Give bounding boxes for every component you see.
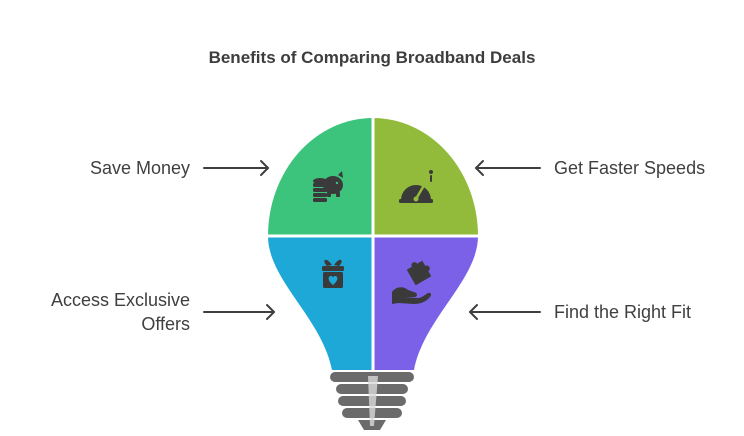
hand-puzzle-icon xyxy=(392,260,432,304)
arrows xyxy=(203,160,541,320)
bulb-body xyxy=(268,118,478,370)
arrow-save-money xyxy=(203,160,269,176)
piggy-bank-coins-icon xyxy=(313,171,343,202)
label-exclusive-offers-line2: Offers xyxy=(141,314,190,334)
label-save-money: Save Money xyxy=(60,156,190,180)
label-save-money-text: Save Money xyxy=(89,158,190,178)
speedometer-icon xyxy=(399,170,433,203)
arrow-exclusive-offers xyxy=(203,304,275,320)
label-right-fit: Find the Right Fit xyxy=(554,300,734,324)
quadrant-exclusive-offers xyxy=(268,236,373,370)
label-exclusive-offers-line1: Access Exclusive xyxy=(50,290,190,310)
arrow-faster-speeds xyxy=(475,160,541,176)
label-faster-speeds-text: Get Faster Speeds xyxy=(554,158,706,178)
diagram-title: Benefits of Comparing Broadband Deals xyxy=(208,48,536,67)
quadrant-save-money xyxy=(268,118,373,236)
arrow-right-fit xyxy=(469,304,541,320)
quadrant-right-fit xyxy=(373,236,478,370)
label-right-fit-text: Find the Right Fit xyxy=(554,302,692,322)
label-exclusive-offers: Access Exclusive Offers xyxy=(20,288,190,336)
bulb-base xyxy=(330,372,414,430)
base-highlight xyxy=(368,376,378,426)
label-faster-speeds: Get Faster Speeds xyxy=(554,156,734,180)
gift-heart-icon xyxy=(322,259,344,288)
